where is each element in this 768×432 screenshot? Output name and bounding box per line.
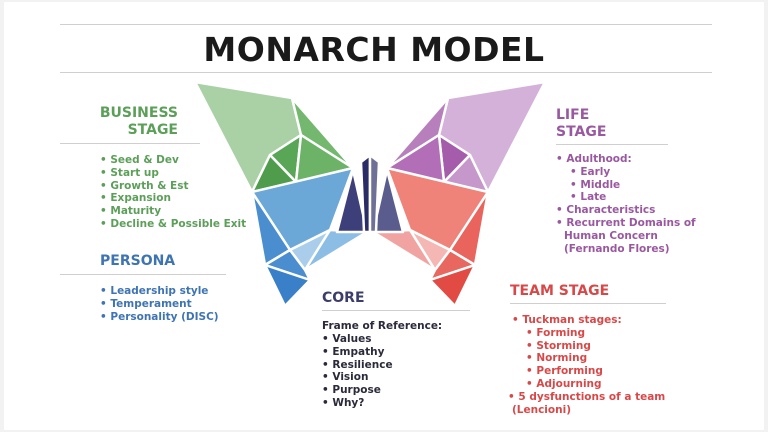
list-item: Adulthood: (556, 153, 696, 166)
list-item: Temperament (100, 298, 219, 311)
list-item: Performing (512, 365, 665, 378)
core-facet (335, 168, 369, 234)
list-item-continued: Human Concern (564, 229, 658, 242)
list-item: 5 dysfunctions of a team (508, 391, 665, 404)
life-stage-heading: LIFE STAGE (556, 107, 606, 141)
list-item: Expansion (100, 192, 246, 205)
divider (556, 144, 668, 145)
list-item: Maturity (100, 205, 246, 218)
persona-list: Leadership style Temperament Personality… (100, 285, 219, 324)
list-item: Values (322, 333, 393, 346)
core-list: Values Empathy Resilience Vision Purpose… (322, 333, 393, 410)
list-item: Middle (556, 179, 696, 192)
persona-heading: PERSONA (100, 253, 176, 269)
heading-line: LIFE (556, 107, 590, 123)
core-facet (368, 153, 381, 234)
slide: MONARCH MODEL BUSINESS STAGE Seed & Dev … (4, 2, 764, 430)
heading-line: BUSINESS (99, 105, 178, 121)
left-wing (193, 80, 372, 308)
butterfly-diagram (193, 80, 547, 308)
list-item: Late (556, 191, 696, 204)
core-intro: Frame of Reference: (322, 320, 443, 332)
list-item: Adjourning (512, 378, 665, 391)
top-divider (60, 24, 712, 25)
team-stage-heading: TEAM STAGE (510, 283, 610, 299)
list-item-continued: (Fernando Flores) (564, 242, 670, 255)
right-wing (368, 80, 547, 308)
heading-line: STAGE (556, 124, 607, 140)
list-item: Recurrent Domains of (556, 217, 695, 230)
list-item: Start up (100, 167, 246, 180)
life-stage-list: Adulthood: Early Middle Late Characteris… (556, 153, 696, 255)
list-item-continued: (Lencioni) (512, 403, 571, 416)
divider (60, 274, 226, 275)
wing-facet (428, 263, 477, 308)
divider (322, 310, 470, 311)
list-item: Personality (DISC) (100, 311, 218, 324)
core-heading: CORE (322, 290, 365, 306)
heading-line: STAGE (127, 122, 178, 138)
divider (60, 143, 200, 144)
list-item: Decline & Possible Exit (100, 218, 246, 231)
list-item: Resilience (322, 359, 392, 372)
core-facet (371, 168, 405, 234)
list-item: Early (556, 166, 696, 179)
divider (510, 303, 666, 304)
business-stage-heading: BUSINESS STAGE (64, 105, 178, 139)
list-item: Forming (512, 327, 665, 340)
list-item: Empathy (322, 346, 393, 359)
list-item: Growth & Est (100, 180, 246, 193)
title-divider (60, 72, 712, 73)
list-item: Storming (512, 340, 665, 353)
list-item: Why? (322, 397, 393, 410)
list-item: Tuckman stages: (512, 314, 665, 327)
list-item: Vision (322, 371, 393, 384)
list-item: Seed & Dev (100, 154, 246, 167)
business-stage-list: Seed & Dev Start up Growth & Est Expansi… (100, 154, 246, 231)
list-item: Purpose (322, 384, 393, 397)
wing-facet (263, 263, 312, 308)
list-item: Characteristics (556, 204, 696, 217)
team-stage-list: Tuckman stages: Forming Storming Norming… (512, 314, 665, 416)
list-item: Norming (512, 352, 665, 365)
core-facet (359, 153, 372, 234)
list-item: Leadership style (100, 285, 219, 298)
page-title: MONARCH MODEL (203, 30, 545, 69)
